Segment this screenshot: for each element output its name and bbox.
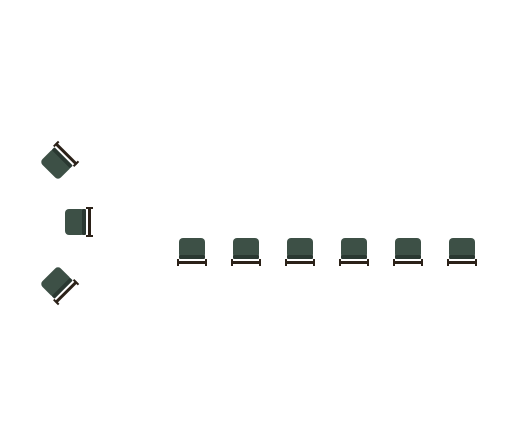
straight-chair-row	[177, 238, 477, 266]
curved-chair-group	[38, 140, 93, 306]
chair-icon	[65, 207, 93, 237]
chair-icon	[38, 140, 80, 182]
chair-icon	[447, 238, 477, 266]
chair-icon	[38, 264, 80, 306]
chair-icon	[177, 238, 207, 266]
chair-icon	[339, 238, 369, 266]
chair-icon	[285, 238, 315, 266]
chair-icon	[231, 238, 261, 266]
chair-icon	[393, 238, 423, 266]
